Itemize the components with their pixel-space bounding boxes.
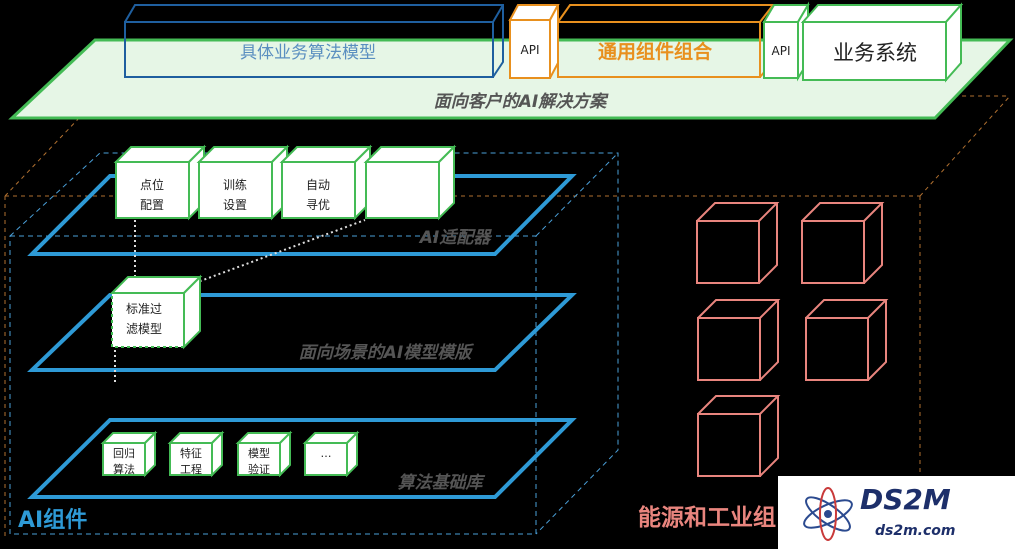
api-left-label: API [521, 43, 540, 57]
cube-label-line1: … [321, 447, 332, 460]
ai-components-label: AI组件 [18, 507, 87, 533]
component-cubes: 点位配置训练设置自动寻优标准过滤模型回归算法特征工程模型验证… [100, 144, 457, 478]
algorithm-layer-plane [27, 418, 577, 499]
industry-label: 能源和工业组 [638, 504, 776, 531]
cube-label-line1: 回归 [113, 446, 135, 460]
adapter-cube [363, 144, 457, 221]
watermark-logo: DS2M ds2m.com [778, 476, 1015, 549]
algorithm-layer-label: 算法基础库 [398, 473, 486, 493]
industry-cube [697, 395, 781, 477]
watermark-domain: ds2m.com [875, 523, 956, 539]
watermark-brand: DS2M [860, 483, 951, 516]
api-left-box [508, 4, 560, 79]
cube-label-line2: 滤模型 [126, 322, 162, 336]
api-right-box [762, 1, 810, 82]
algorithm-cube: … [302, 430, 360, 478]
algorithm-models-label: 具体业务算法模型 [240, 43, 376, 63]
cube-label-line1: 点位 [140, 177, 164, 192]
industry-cube [697, 299, 781, 381]
template-layer-label: 面向场景的AI模型模版 [299, 343, 474, 363]
cube-label-line2: 算法 [113, 462, 135, 476]
api-right-label: API [772, 44, 791, 58]
platform-label: 面向客户的AI解决方案 [434, 92, 609, 112]
component-combination-label: 通用组件组合 [598, 40, 713, 63]
cube-label-line2: 工程 [180, 463, 202, 476]
connector-lines [114, 219, 366, 383]
industry-cube [696, 202, 780, 284]
business-system-box [800, 2, 964, 83]
cube-label-line1: 标准过 [126, 302, 162, 316]
industry-cube [801, 202, 885, 284]
industry-cubes [696, 202, 889, 477]
cube-label-line2: 寻优 [306, 198, 330, 212]
business-system-label: 业务系统 [833, 41, 917, 65]
adapter-layer-label: AI适配器 [418, 228, 492, 248]
cube-label-line1: 训练 [223, 177, 247, 192]
cube-label-line2: 验证 [248, 462, 270, 476]
cube-label-line1: 特征 [180, 446, 202, 460]
ai-components-outline [9, 152, 619, 535]
atom-icon [803, 487, 853, 541]
template-layer-plane [27, 293, 577, 372]
industry-cube [805, 299, 889, 381]
cube-label-line1: 自动 [306, 178, 330, 192]
algorithm-models-box [124, 4, 504, 78]
cube-label-line1: 模型 [248, 446, 270, 460]
cube-label-line2: 设置 [223, 198, 247, 212]
cube-label-line2: 配置 [140, 198, 164, 212]
